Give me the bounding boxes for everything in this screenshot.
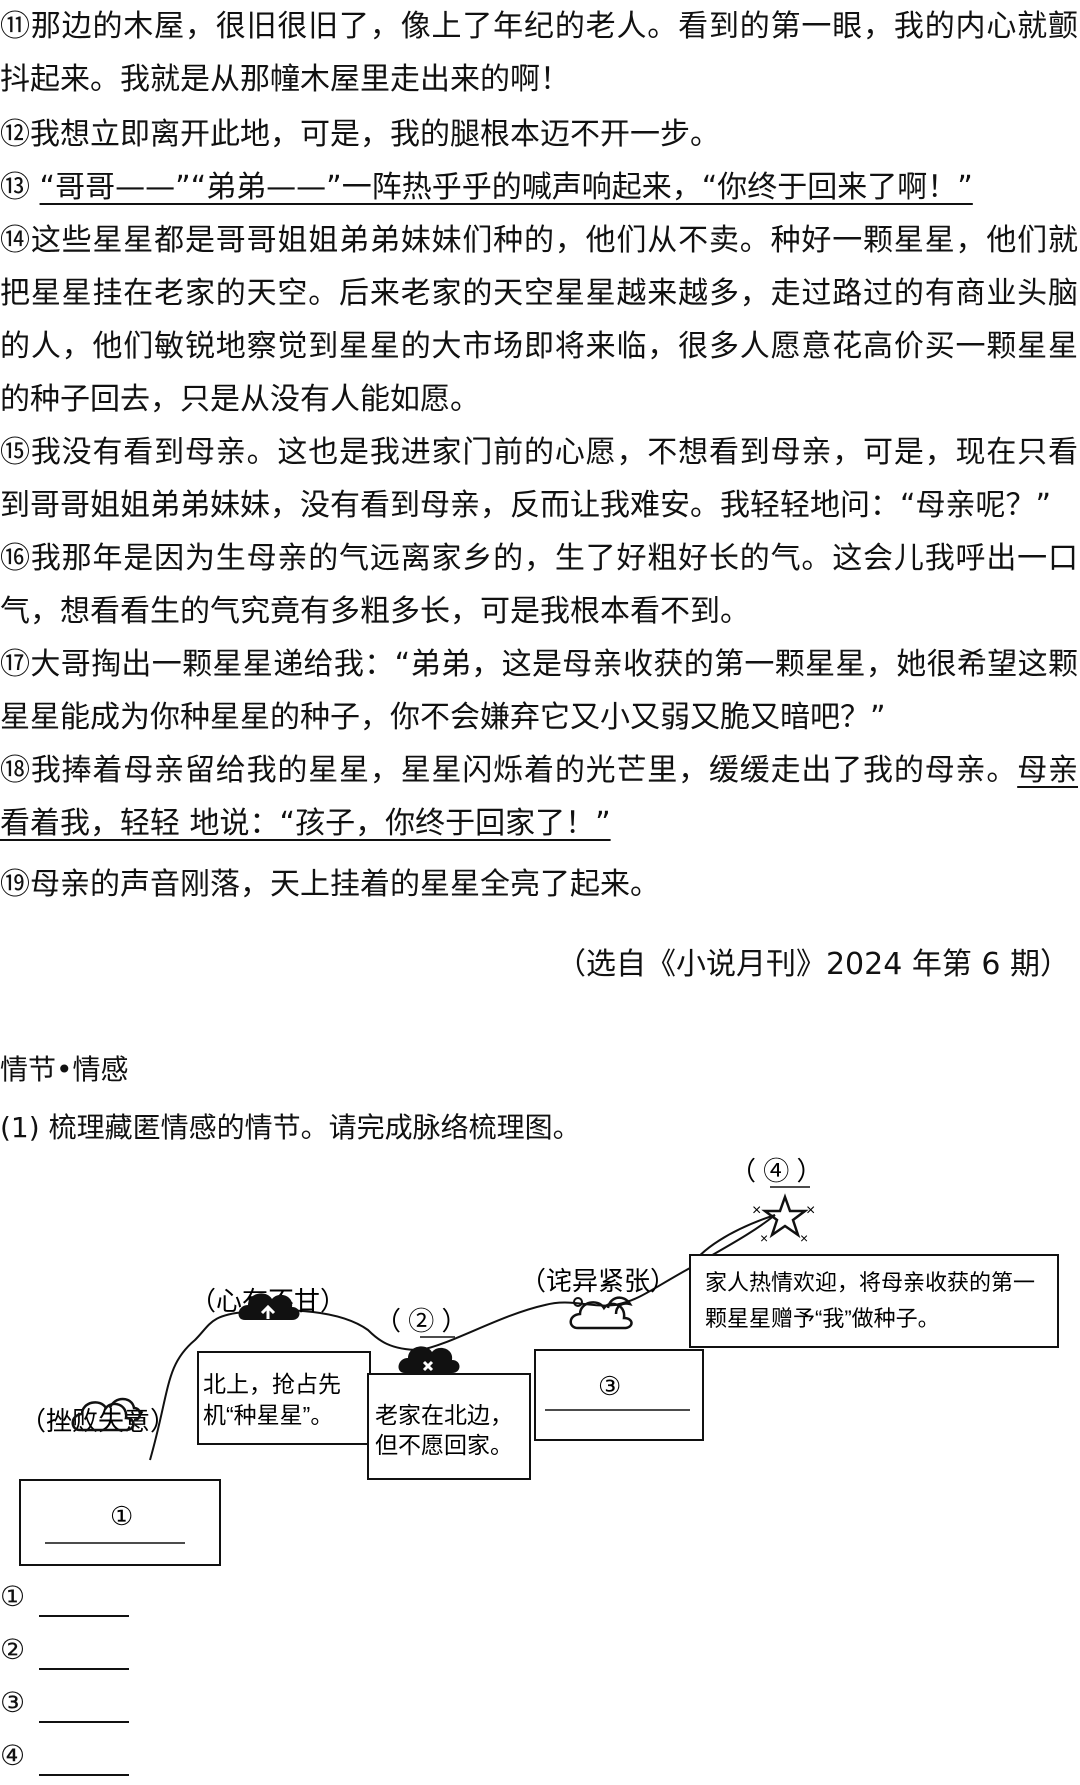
box-family-line2: 颗星星赠予“我”做种子。 — [705, 1306, 940, 1331]
paragraph-p19-part: ⑲母亲的声音刚落，天上挂着的星星全亮了起来。 — [0, 867, 660, 902]
paragraph-p15: ⑮我没有看到母亲。这也是我进家门前的心愿，不想看到母亲，可是，现在只看到哥哥姐姐… — [0, 426, 1078, 532]
paragraph-p13-part: “哥哥——”“弟弟——”一阵热乎乎的喊声响起来，“你终于回来了啊！” — [39, 170, 973, 205]
paragraph-p15-part: ⑮我没有看到母亲。这也是我进家门前的心愿，不想看到母亲，可是，现在只看到哥哥姐姐… — [0, 435, 1078, 523]
paragraph-p12: ⑫我想立即离开此地，可是，我的腿根本迈不开一步。 — [0, 108, 1078, 161]
paragraph-p13: ⑬ “哥哥——”“弟弟——”一阵热乎乎的喊声响起来，“你终于回来了啊！” — [0, 161, 1078, 214]
answer-blank-4[interactable] — [39, 1748, 130, 1776]
answer-row-2: ② — [0, 1630, 130, 1670]
paragraph-p18: ⑱我捧着母亲留给我的星星，星星闪烁着的光芒里，缓缓走出了我的母亲。母亲看着我，轻… — [0, 744, 1078, 850]
star-icon: × × × × — [752, 1193, 815, 1246]
label-blank-4: （ ④ ） — [730, 1156, 822, 1186]
section-title: 情节•情感 — [0, 1053, 129, 1086]
label-frustrated: （挫败失意） — [20, 1406, 176, 1436]
answer-blank-1[interactable] — [39, 1589, 130, 1617]
storm-cloud-up-icon — [238, 1293, 300, 1320]
paragraph-p18-part: ⑱我捧着母亲留给我的星星，星星闪烁着的光芒里，缓缓走出了我的母亲。 — [0, 753, 1018, 788]
answer-label-2: ② — [0, 1633, 26, 1666]
svg-text:×: × — [760, 1230, 768, 1246]
answer-blank-2[interactable] — [39, 1642, 130, 1670]
box-1-marker: ① — [110, 1501, 133, 1531]
answer-row-4: ④ — [0, 1736, 130, 1776]
paragraph-p19: ⑲母亲的声音刚落，天上挂着的星星全亮了起来。 — [0, 858, 1078, 911]
paragraph-p17-part: ⑰大哥掏出一颗星星递给我：“弟弟，这是母亲收获的第一颗星星，她很希望这颗星星能成… — [0, 647, 1078, 735]
cloud-icon — [71, 1397, 142, 1432]
answer-label-1: ① — [0, 1580, 26, 1613]
label-blank-2: （ ② ） — [375, 1306, 467, 1336]
box-3-marker: ③ — [598, 1371, 621, 1401]
answer-label-4: ④ — [0, 1739, 26, 1772]
source-citation: （选自《小说月刊》2024 年第 6 期） — [555, 947, 1070, 982]
svg-text:×: × — [806, 1202, 815, 1219]
answer-row-1: ① — [0, 1577, 130, 1617]
paragraph-p12-part: ⑫我想立即离开此地，可是，我的腿根本迈不开一步。 — [0, 117, 720, 152]
svg-text:×: × — [752, 1202, 761, 1219]
paragraph-p16-part: ⑯我那年是因为生母亲的气远离家乡的，生了好粗好长的气。这会儿我呼出一口气，想看看… — [0, 541, 1078, 629]
paragraph-p11: ⑪那边的木屋，很旧很旧了，像上了年纪的老人。看到的第一眼，我的内心就颤抖起来。我… — [0, 0, 1078, 106]
paragraph-p14: ⑭这些星星都是哥哥姐姐弟弟妹妹们种的，他们从不卖。种好一颗星星，他们就把星星挂在… — [0, 214, 1078, 426]
answer-row-3: ③ — [0, 1683, 130, 1723]
box-go-north-line2: 机“种星星”。 — [203, 1402, 333, 1428]
box-family-line1: 家人热情欢迎，将母亲收获的第一 — [705, 1270, 1035, 1295]
paragraph-p13-part: ⑬ — [0, 170, 40, 205]
question-text: (1) 梳理藏匿情感的情节。请完成脉络梳理图。 — [0, 1111, 581, 1144]
plot-flow-diagram: （挫败失意） （心有不甘） （ ② ） （诧异紧张） （ ④ ） × × × ×… — [19, 1156, 1059, 1566]
paragraph-p17: ⑰大哥掏出一颗星星递给我：“弟弟，这是母亲收获的第一颗星星，她很希望这颗星星能成… — [0, 638, 1078, 744]
paragraph-p11-part: ⑪那边的木屋，很旧很旧了，像上了年纪的老人。看到的第一眼，我的内心就颤抖起来。我… — [0, 9, 1078, 97]
svg-text:×: × — [800, 1230, 808, 1246]
box-family-welcome — [689, 1254, 1059, 1348]
moon-cloud-icon — [569, 1296, 633, 1330]
box-hometown-line2: 但不愿回家。 — [375, 1432, 513, 1458]
answer-label-3: ③ — [0, 1686, 26, 1719]
box-go-north-line1: 北上，抢占先 — [203, 1371, 341, 1397]
answer-box-1 — [19, 1479, 221, 1566]
box-hometown-line1: 老家在北边， — [375, 1402, 513, 1428]
paragraph-p14-part: ⑭这些星星都是哥哥姐姐弟弟妹妹们种的，他们从不卖。种好一颗星星，他们就把星星挂在… — [0, 223, 1078, 417]
box-go-north — [197, 1351, 371, 1445]
paragraph-p16: ⑯我那年是因为生母亲的气远离家乡的，生了好粗好长的气。这会儿我呼出一口气，想看看… — [0, 532, 1078, 638]
storm-cloud-x-icon — [398, 1346, 460, 1373]
answer-box-3 — [534, 1349, 704, 1441]
box-hometown — [367, 1373, 531, 1480]
answer-blank-3[interactable] — [39, 1695, 130, 1723]
paragraph-p18-part: 母亲看着我，轻轻 地说：“孩子，你终于回家了！” — [0, 753, 1079, 841]
label-surprised: （诧异紧张） — [520, 1266, 676, 1296]
